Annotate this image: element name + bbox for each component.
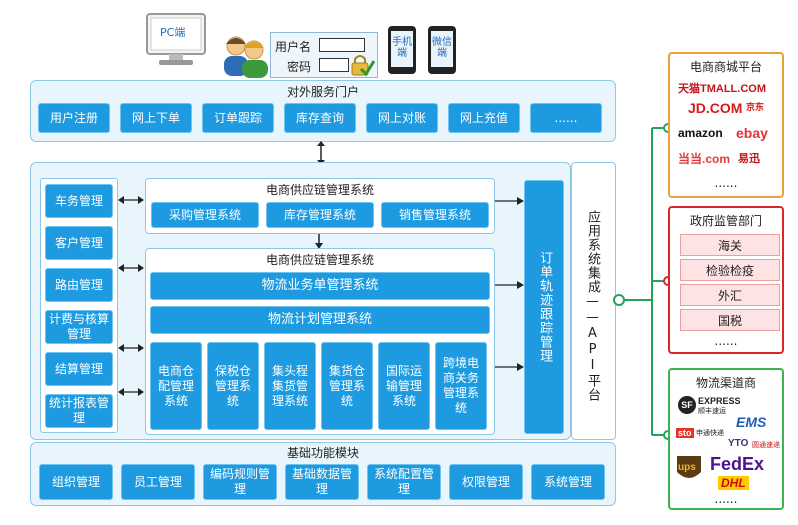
portal-button[interactable]: 网上下单: [120, 103, 192, 133]
left-column: [40, 178, 118, 433]
logistics-plan-system[interactable]: 物流计划管理系统: [150, 306, 490, 334]
scm-subsystem-button[interactable]: 采购管理系统: [151, 202, 259, 228]
portal-button[interactable]: 网上充值: [448, 103, 520, 133]
base-module-button[interactable]: 员工管理: [121, 464, 195, 500]
left-module-button[interactable]: 车务管理: [45, 184, 113, 218]
password-label: 密码: [287, 60, 312, 74]
portal-button[interactable]: 订单跟踪: [202, 103, 274, 133]
left-module-button[interactable]: 计费与核算管理: [45, 310, 113, 344]
ecommerce-more: ......: [714, 176, 738, 190]
logistics-subsystem-button[interactable]: 集头程集货管理系统: [264, 342, 316, 430]
pc-label: PC端: [160, 26, 186, 39]
ups-logo-icon: [676, 454, 702, 484]
government-dept-item: 检验检疫: [680, 259, 780, 281]
login-panel: 用户名 密码: [270, 32, 378, 78]
mobile-phone-icon: 手机端: [388, 26, 416, 74]
yto-logo: YTO: [728, 438, 749, 449]
base-title: 基础功能模块: [286, 446, 359, 460]
scm-subsystem-button[interactable]: 库存管理系统: [266, 202, 374, 228]
username-label: 用户名: [275, 40, 312, 54]
dangdang-logo: 当当.com: [678, 152, 731, 166]
left-module-button[interactable]: 客户管理: [45, 226, 113, 260]
portal-title: 对外服务门户: [286, 85, 359, 99]
wechat-phone-icon: 微信端: [428, 26, 456, 74]
scm-logistics-arrow: [315, 234, 323, 249]
tracking-arrows: [495, 197, 524, 371]
api-platform-panel: [571, 162, 616, 440]
government-dept-item: 外汇: [680, 284, 780, 306]
logistics-subsystem-button[interactable]: 国际运输管理系统: [378, 342, 430, 430]
portal-button[interactable]: ......: [530, 103, 602, 133]
scm-title: 电商供应链管理系统: [265, 183, 374, 197]
sf-express-text: EXPRESS: [698, 396, 741, 406]
fedex-logo: FedEx: [710, 454, 765, 474]
left-arrows: [118, 196, 144, 396]
base-module-button[interactable]: 编码规则管理: [203, 464, 277, 500]
logistics-subsystem-button[interactable]: 集货仓管理系统: [321, 342, 373, 430]
logistics-subsystem-button[interactable]: 保税仓管理系统: [207, 342, 259, 430]
ups-text: ups: [678, 462, 696, 473]
left-module-button[interactable]: 统计报表管理: [45, 394, 113, 428]
users-icon: [220, 32, 270, 80]
government-title: 政府监管部门: [689, 214, 762, 228]
dhl-logo: DHL: [718, 476, 749, 490]
government-more: ......: [714, 334, 738, 348]
jd-logo: JD.COM: [688, 100, 743, 116]
government-dept-item: 海关: [680, 234, 780, 256]
password-input[interactable]: [319, 58, 349, 72]
sf-cn-text: 顺丰速运: [698, 408, 726, 415]
wechat-label: 微信端: [432, 37, 452, 59]
right-connectors: [613, 123, 673, 440]
api-platform-label: 应用系统集成——API平台: [585, 210, 600, 402]
government-box: 政府监管部门 海关检验检疫外汇国税 ......: [668, 206, 784, 354]
base-module-button[interactable]: 系统配置管理: [367, 464, 441, 500]
jd-cn-logo: 京东: [746, 102, 765, 112]
sto-logo: sto: [676, 428, 694, 438]
portal-button[interactable]: 用户注册: [38, 103, 110, 133]
logistics-channels-box: 物流渠道商 SF EXPRESS 顺丰速运 EMS sto 申通快递 YTO 圆…: [668, 368, 784, 510]
logistics-channels-title: 物流渠道商: [695, 376, 756, 390]
order-tracking-system[interactable]: 订单轨迹跟踪管理: [524, 180, 564, 434]
logistics-subsystem-button[interactable]: 跨境电商关务管理系统: [435, 342, 487, 430]
logistics-subsystem-button[interactable]: 电商仓配管理系统: [150, 342, 202, 430]
base-module-button[interactable]: 权限管理: [449, 464, 523, 500]
sto-cn-text: 申通快递: [696, 430, 724, 437]
tmall-logo: 天猫TMALL.COM: [678, 83, 766, 95]
pc-monitor-icon: [145, 12, 207, 68]
username-input[interactable]: [319, 38, 365, 52]
logistics-channels-more: ......: [714, 492, 738, 506]
logistics-order-system[interactable]: 物流业务单管理系统: [150, 272, 490, 300]
ecommerce-platform-box: 电商商城平台 天猫TMALL.COM JD.COM 京东 amazon ebay…: [668, 52, 784, 198]
ecommerce-title: 电商商城平台: [689, 60, 762, 74]
logistics-title: 电商供应链管理系统: [265, 253, 374, 267]
sf-logo-icon: SF: [678, 396, 696, 414]
yixun-logo: 易迅: [738, 153, 760, 165]
base-module-button[interactable]: 组织管理: [39, 464, 113, 500]
portal-button[interactable]: 库存查询: [284, 103, 356, 133]
yto-cn-text: 圆通速递: [752, 442, 780, 449]
ems-logo: EMS: [736, 414, 767, 430]
government-dept-item: 国税: [680, 309, 780, 331]
scm-subsystem-button[interactable]: 销售管理系统: [381, 202, 489, 228]
base-module-button[interactable]: 系统管理: [531, 464, 605, 500]
lock-check-icon: [349, 53, 376, 77]
left-module-button[interactable]: 结算管理: [45, 352, 113, 386]
amazon-logo: amazon: [678, 126, 723, 140]
ebay-logo: ebay: [736, 125, 768, 141]
portal-button[interactable]: 网上对账: [366, 103, 438, 133]
mobile-label: 手机端: [392, 37, 412, 59]
base-module-button[interactable]: 基础数据管理: [285, 464, 359, 500]
left-module-button[interactable]: 路由管理: [45, 268, 113, 302]
